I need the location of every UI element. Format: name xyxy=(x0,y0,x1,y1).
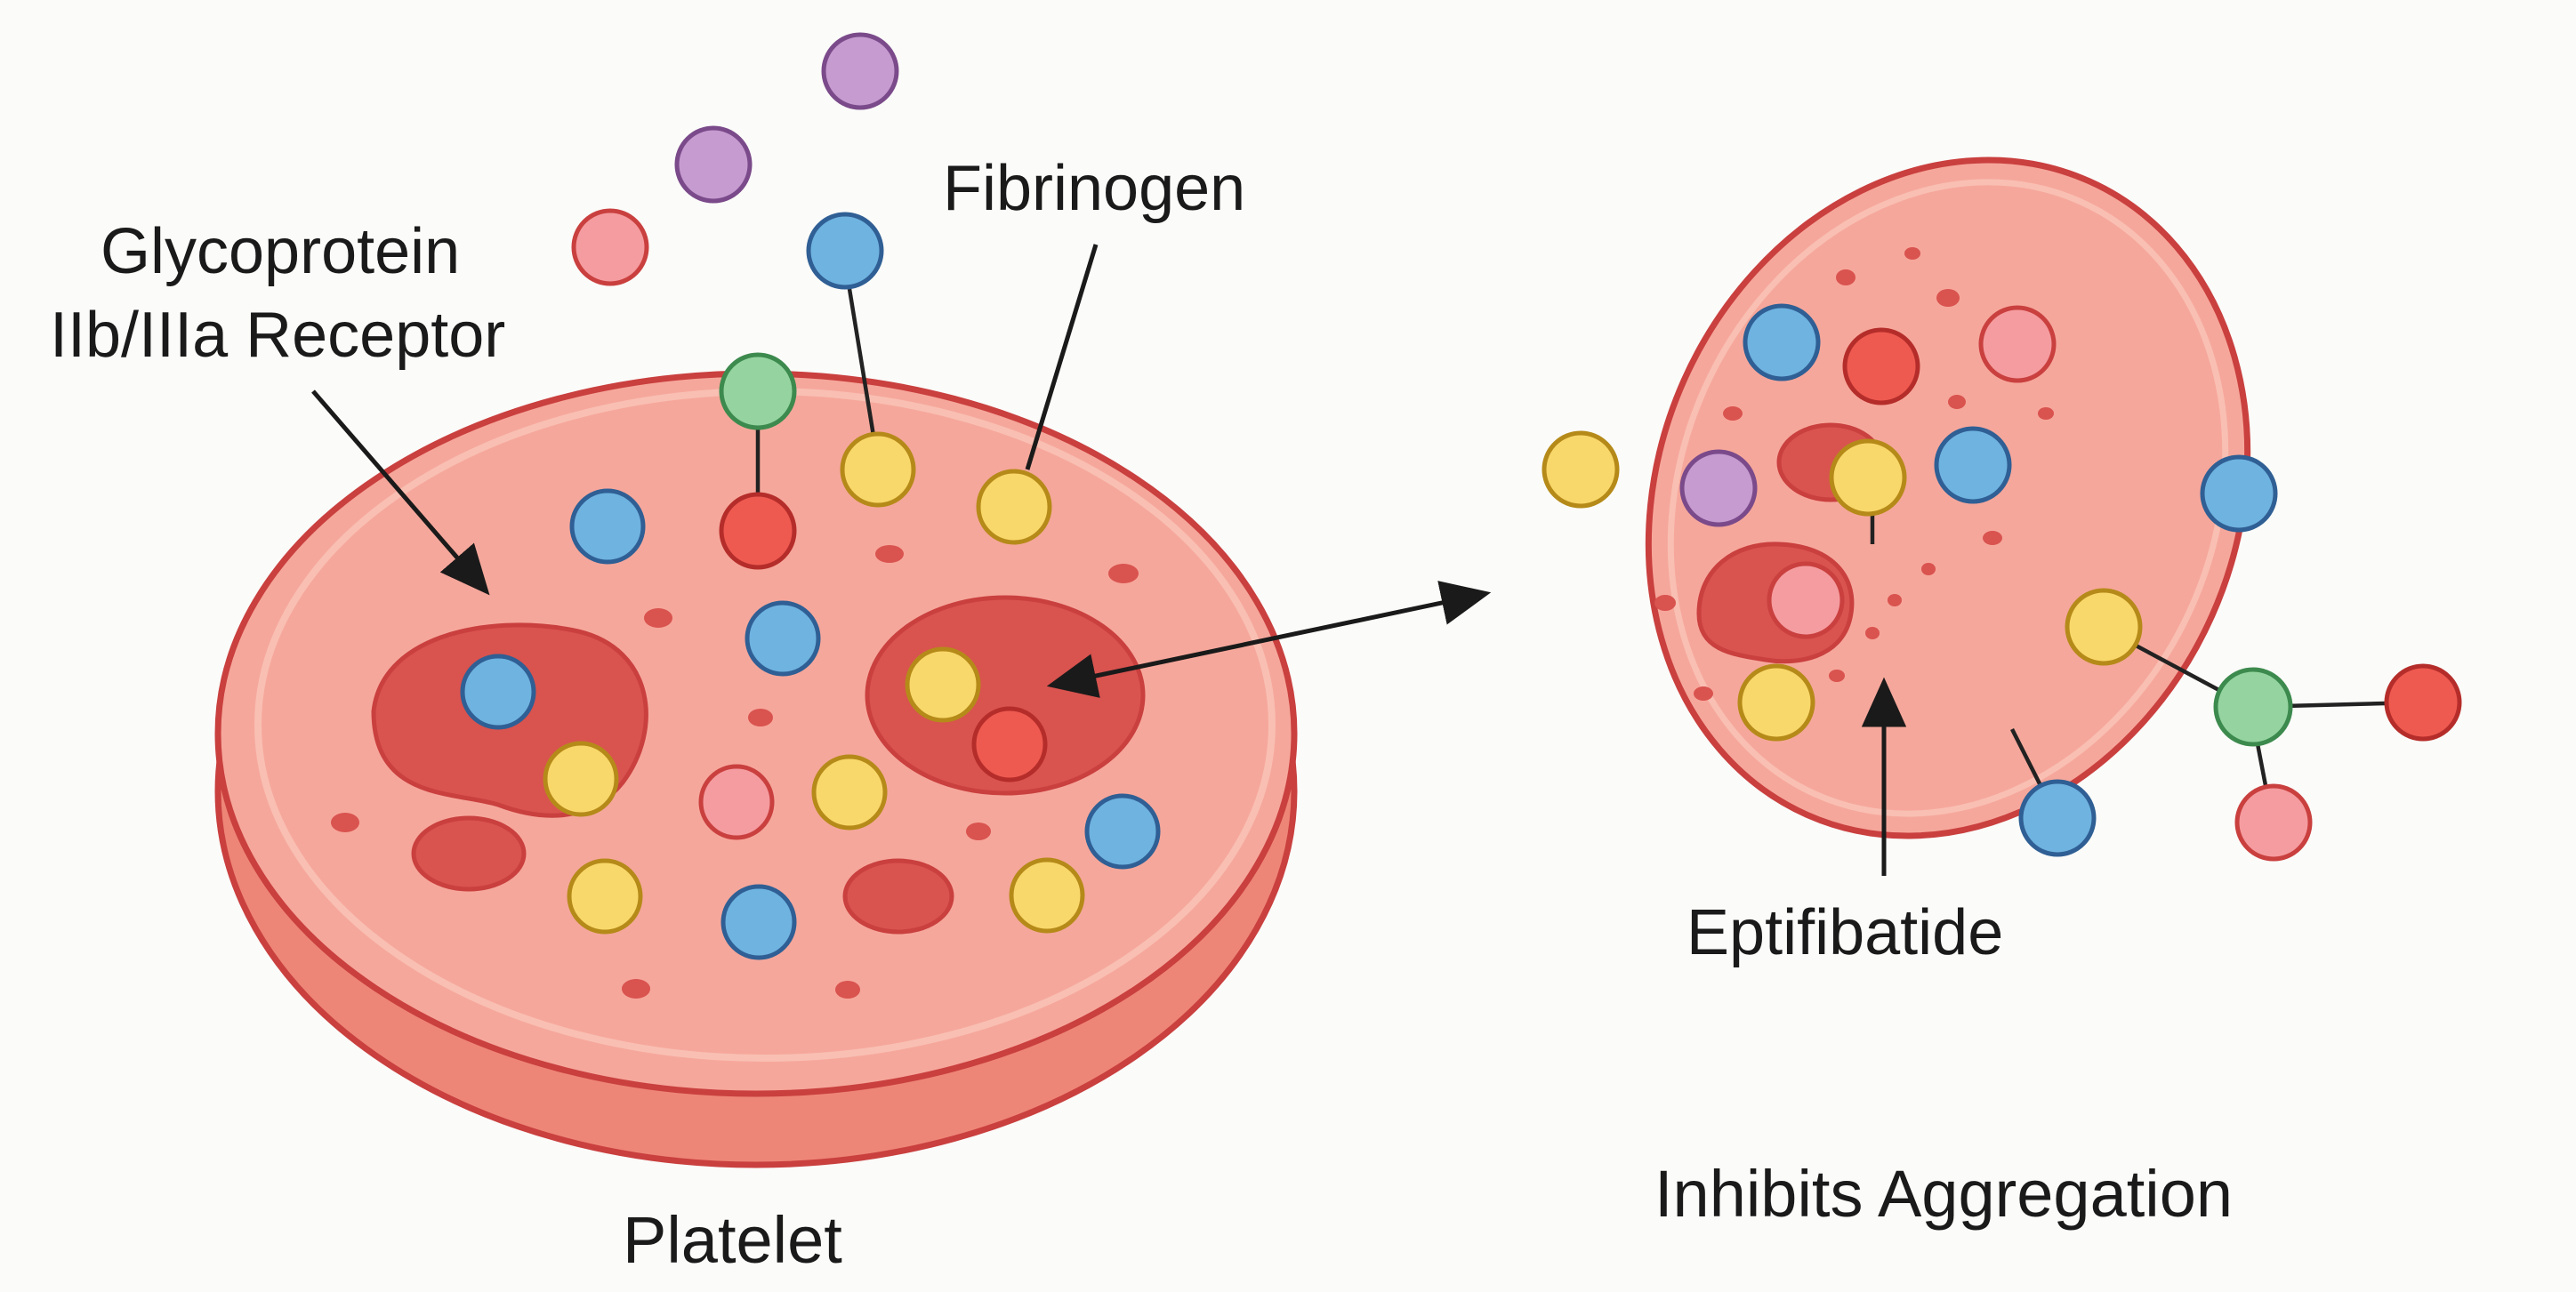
outer-right-molecules xyxy=(1542,430,2462,862)
receptor-molecule xyxy=(569,488,646,565)
platelet-molecules xyxy=(460,488,1161,960)
inhibits-label: Inhibits Aggregation xyxy=(1654,1157,2233,1231)
pink-molecule xyxy=(571,208,649,286)
eptifibatide-label: Eptifibatide xyxy=(1686,897,2003,968)
annotation-arrows xyxy=(311,244,1907,876)
fibrinogen-label: Fibrinogen xyxy=(943,153,1245,224)
green-molecule xyxy=(2213,667,2293,747)
red-molecule xyxy=(2384,663,2462,742)
receptor-molecule xyxy=(460,654,536,730)
receptor-molecule xyxy=(720,884,797,960)
receptor-molecule xyxy=(1084,793,1161,870)
receptor-molecule xyxy=(1934,426,2012,504)
receptor-label-line2: IIb/IIIa Receptor xyxy=(50,300,505,371)
receptor-molecule xyxy=(745,600,821,677)
ligand-molecule xyxy=(1737,663,1815,742)
ligand-molecule xyxy=(976,469,1052,545)
platelet-tilted xyxy=(1645,156,2251,839)
pink-molecule xyxy=(698,764,775,840)
tilted-speckles xyxy=(1654,247,2054,701)
ligand-molecule xyxy=(905,646,981,723)
pink-molecule xyxy=(1767,561,1845,639)
ligand-molecule xyxy=(567,858,643,935)
platelet-speckles xyxy=(331,545,1139,999)
granule-small-1 xyxy=(411,815,527,892)
ligand-molecule xyxy=(543,741,619,817)
arrow-icon xyxy=(311,389,490,596)
ligand-molecule xyxy=(1009,857,1085,934)
platelet-label: Platelet xyxy=(623,1203,842,1277)
ligand-molecule xyxy=(840,431,916,508)
green-molecule xyxy=(719,352,797,430)
purple-molecule xyxy=(1679,449,1758,527)
receptor-label-line1: Glycoprotein xyxy=(101,216,460,287)
pink-molecule xyxy=(1978,305,2057,383)
surface-molecules xyxy=(719,212,1052,570)
ligand-molecule xyxy=(1829,438,1907,517)
granule-small-2 xyxy=(842,858,954,935)
red-molecule xyxy=(971,706,1048,782)
free-molecules xyxy=(571,32,899,286)
red-molecule xyxy=(1842,327,1920,405)
tilted-platelet-rim xyxy=(1667,179,2229,817)
fibrinogen-leader xyxy=(1025,244,1099,470)
ligand-molecule xyxy=(2065,588,2143,666)
receptor-molecule xyxy=(2018,779,2097,857)
double-arrow-icon xyxy=(1046,581,1492,698)
tilted-molecules xyxy=(1679,303,2057,742)
receptor-molecule xyxy=(806,212,884,290)
platelet-disc xyxy=(214,212,1298,1168)
ligand-molecule xyxy=(811,754,888,831)
receptor-molecule xyxy=(2200,454,2278,533)
purple-molecule xyxy=(674,125,753,204)
labels: Glycoprotein IIb/IIIa Receptor Fibrinoge… xyxy=(50,153,2233,1277)
ligand-molecule xyxy=(1542,430,1620,509)
purple-molecule xyxy=(821,32,899,110)
red-molecule xyxy=(719,492,797,570)
pink-molecule xyxy=(2234,783,2313,862)
receptor-molecule xyxy=(1743,303,1821,381)
